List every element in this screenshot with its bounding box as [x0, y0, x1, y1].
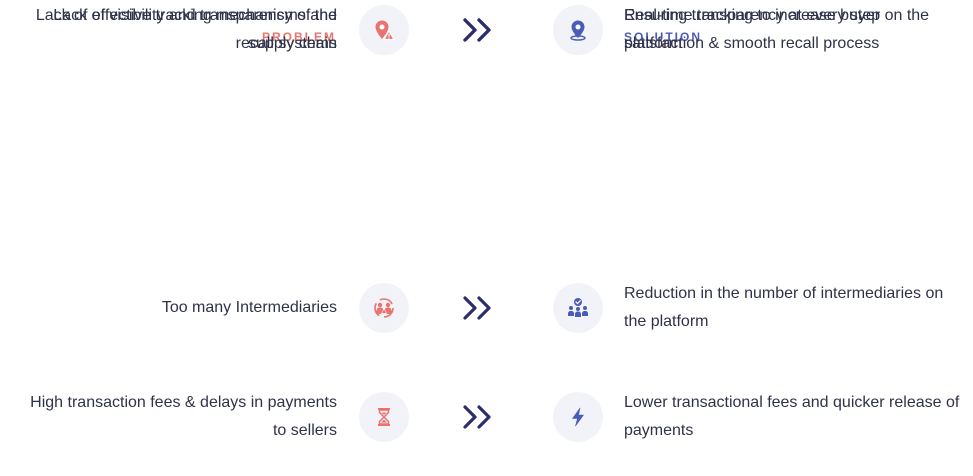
problem-text: Lack of visibility and transparency of t…: [53, 7, 337, 52]
comparison-row: High transaction fees & delays in paymen…: [0, 387, 973, 447]
problem-text: Too many Intermediaries: [161, 299, 337, 316]
solution-text: Real-time tracking to increase buyer sat…: [624, 7, 881, 52]
location-pin-icon: [553, 5, 603, 55]
comparison-row: Too many Intermediaries Reducti: [0, 278, 973, 338]
solution-heading: SOLUTION: [624, 30, 702, 44]
people-group-icon: [359, 283, 409, 333]
double-chevron-right-icon: [462, 404, 494, 430]
solution-text: Ensuring transparency at every step on t…: [624, 7, 930, 52]
hourglass-icon: [359, 392, 409, 442]
problem-heading: PROBLEM: [262, 30, 336, 44]
problem-text: Lack of effective tracking mechanisms an…: [35, 7, 337, 52]
location-warning-icon: [359, 5, 409, 55]
solution-text: Lower transactional fees and quicker rel…: [624, 394, 960, 439]
comparison-row: Lack of effective tracking mechanisms an…: [0, 0, 973, 60]
lightning-bolt-icon: [553, 392, 603, 442]
solution-text: Reduction in the number of intermediarie…: [624, 285, 944, 330]
verified-team-icon: [553, 283, 603, 333]
problem-text: High transaction fees & delays in paymen…: [30, 394, 337, 439]
double-chevron-right-icon: [462, 295, 494, 321]
double-chevron-right-icon: [462, 17, 494, 43]
